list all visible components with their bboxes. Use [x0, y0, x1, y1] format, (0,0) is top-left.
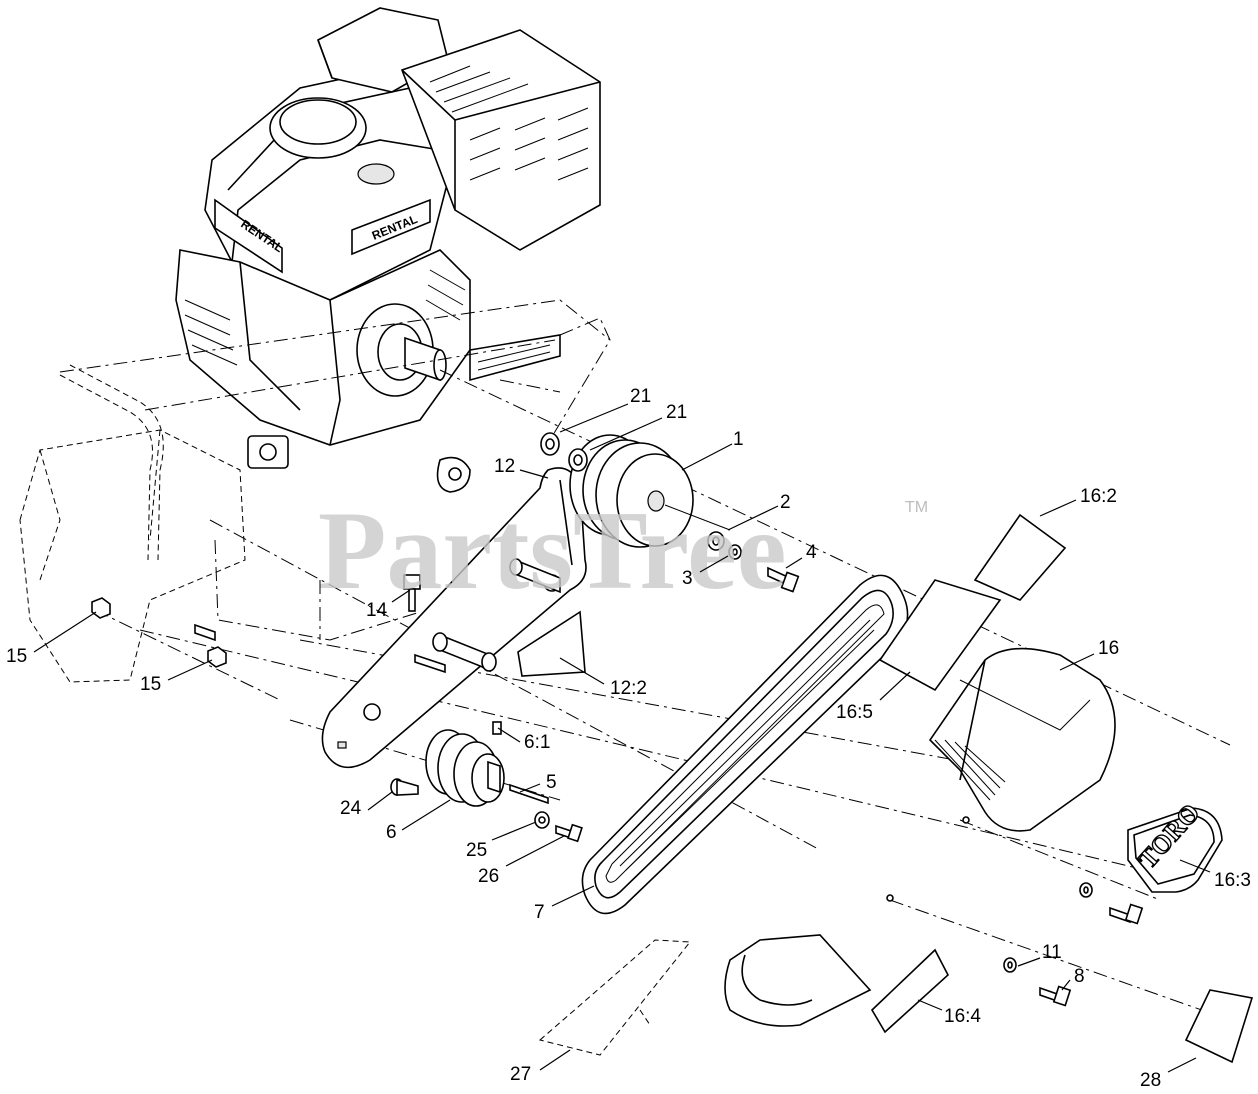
callout-15-nut-2: 15 [140, 674, 161, 695]
toro-decal: TORO [1127, 797, 1223, 893]
callout-16-2-decal: 16:2 [1080, 486, 1117, 507]
callout-21-spacer: 21 [666, 402, 687, 423]
callout-labels: 21 21 1 12 2 3 4 16:2 14 15 15 12:2 16 1… [6, 386, 1251, 1091]
decal-panels [517, 513, 1254, 1064]
callout-15-nut: 15 [6, 646, 27, 667]
callout-21-washer: 21 [630, 386, 651, 407]
callout-27-decal: 27 [510, 1064, 531, 1085]
leader-lines [33, 403, 1211, 1073]
callout-11-washer: 11 [1042, 942, 1062, 963]
callout-25-washer: 25 [466, 840, 487, 861]
callout-6-pulley: 6 [386, 822, 397, 843]
callout-16-3-decal: 16:3 [1214, 870, 1251, 891]
idler-arm [321, 467, 587, 769]
callout-2-washer: 2 [780, 492, 791, 513]
callout-28-decal: 28 [1140, 1070, 1161, 1091]
callout-12-2-decal: 12:2 [610, 678, 647, 699]
callout-14-bolt: 14 [366, 600, 388, 621]
belt-guard [724, 647, 1116, 1027]
callout-7-belt: 7 [534, 902, 545, 923]
parts-tree-watermark: PartsTree [318, 489, 787, 613]
callout-26-bolt: 26 [478, 866, 499, 887]
callout-24-bolt: 24 [340, 798, 362, 819]
callout-6-1-set-screw: 6:1 [524, 732, 550, 753]
callout-3-lockwasher: 3 [682, 568, 693, 589]
callout-16-4-decal: 16:4 [944, 1006, 981, 1027]
callout-16-5-decal: 16:5 [836, 702, 873, 723]
drive-belt [581, 574, 909, 915]
engine: RENTAL RENTAL [175, 7, 601, 493]
callout-4-bolt: 4 [806, 542, 817, 563]
trademark-mark: TM [905, 499, 928, 516]
pulley-lower [91, 574, 583, 843]
pulley-upper [540, 432, 800, 593]
callout-5-key: 5 [546, 772, 557, 793]
callout-1-pulley: 1 [733, 429, 744, 450]
callout-12-idler-arm: 12 [494, 456, 515, 477]
callout-8-bolt: 8 [1074, 966, 1085, 987]
guard-fasteners [886, 816, 1144, 1007]
callout-16-belt-guard: 16 [1098, 638, 1119, 659]
frame-outline [19, 299, 1231, 1021]
